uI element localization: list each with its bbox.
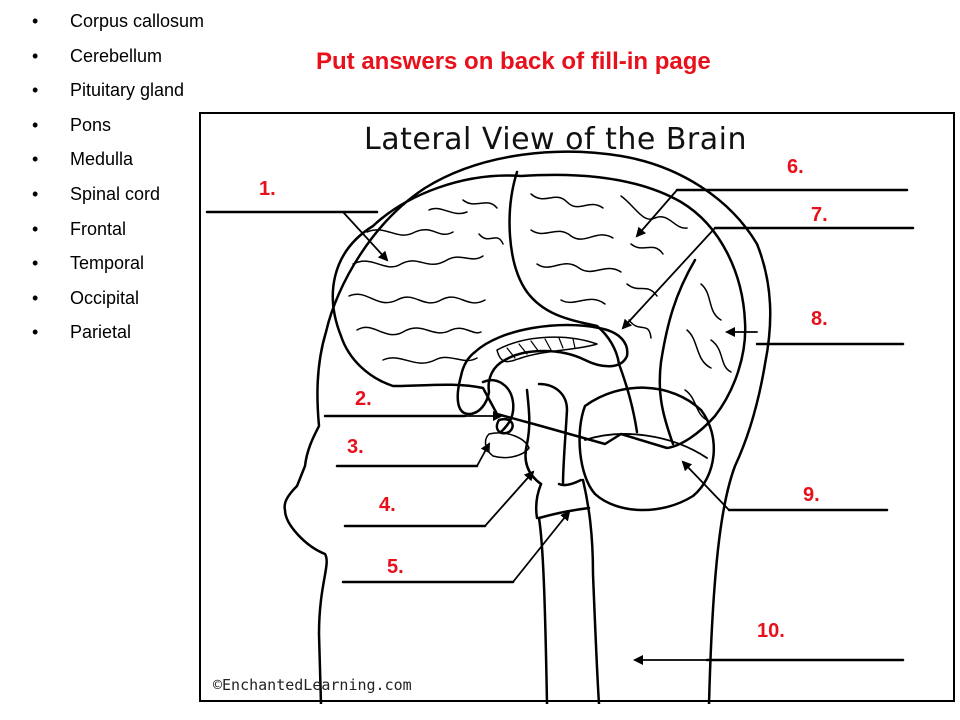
parietal-division (508, 170, 639, 434)
word-bank-item: Corpus callosum (30, 4, 204, 39)
head-outline (283, 150, 772, 704)
medulla-divider (557, 478, 583, 487)
label-6: 6. (787, 156, 804, 178)
cerebrum-outline (331, 173, 747, 450)
label-1: 1. (259, 178, 276, 200)
word-bank-item: Pons (30, 108, 204, 143)
cerebellum (578, 386, 716, 512)
pons (534, 482, 543, 520)
pointer-arrows (342, 189, 758, 665)
label-3: 3. (347, 436, 364, 458)
cerebellum-fold (584, 433, 708, 459)
corpus-callosum-inner (496, 336, 598, 363)
word-bank-item: Spinal cord (30, 177, 204, 212)
label-4: 4. (379, 494, 396, 516)
word-bank-item: Parietal (30, 315, 204, 350)
label-7: 7. (811, 204, 828, 226)
brain-diagram: Lateral View of the Brain ©EnchantedLear… (199, 112, 955, 704)
spinal-cord-back (581, 478, 601, 704)
label-8: 8. (811, 308, 828, 330)
brainstem-back (524, 388, 543, 486)
instruction-heading: Put answers on back of fill-in page (316, 48, 711, 75)
callosum-fibers (506, 337, 576, 359)
brain-drawing (205, 150, 915, 704)
thalamus-region (481, 379, 515, 434)
label-9: 9. (803, 484, 820, 506)
pituitary-gland (495, 417, 514, 435)
label-10: 10. (757, 620, 785, 642)
diagram-title: Lateral View of the Brain (364, 122, 748, 157)
word-bank-list: Corpus callosum Cerebellum Pituitary gla… (30, 4, 204, 350)
credit-text: ©EnchantedLearning.com (213, 676, 412, 694)
word-bank-item: Cerebellum (30, 39, 204, 74)
corpus-callosum (456, 323, 629, 416)
label-2: 2. (355, 388, 372, 410)
word-bank-item: Medulla (30, 142, 204, 177)
word-bank-item: Frontal (30, 212, 204, 247)
brainstem-front (537, 382, 569, 486)
spinal-cord-front (537, 516, 549, 704)
word-bank-item: Occipital (30, 281, 204, 316)
word-bank-item: Temporal (30, 246, 204, 281)
occipital-division (658, 258, 697, 446)
label-5: 5. (387, 556, 404, 578)
word-bank-item: Pituitary gland (30, 73, 204, 108)
temporal-area (484, 432, 530, 459)
answer-lines (205, 188, 915, 662)
brain-gyri (348, 193, 732, 421)
spinal-divider (537, 506, 591, 520)
